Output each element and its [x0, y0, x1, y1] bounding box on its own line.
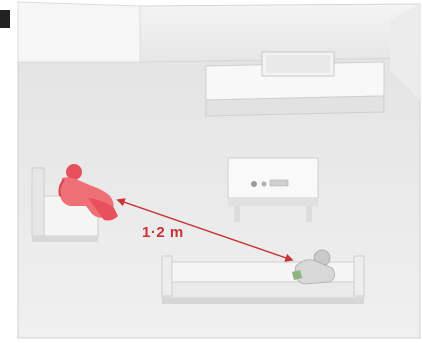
- sofa: [162, 256, 364, 304]
- left-wall: [18, 2, 140, 62]
- distance-label: 1·2 m: [142, 224, 184, 241]
- corner-mark: [0, 10, 10, 28]
